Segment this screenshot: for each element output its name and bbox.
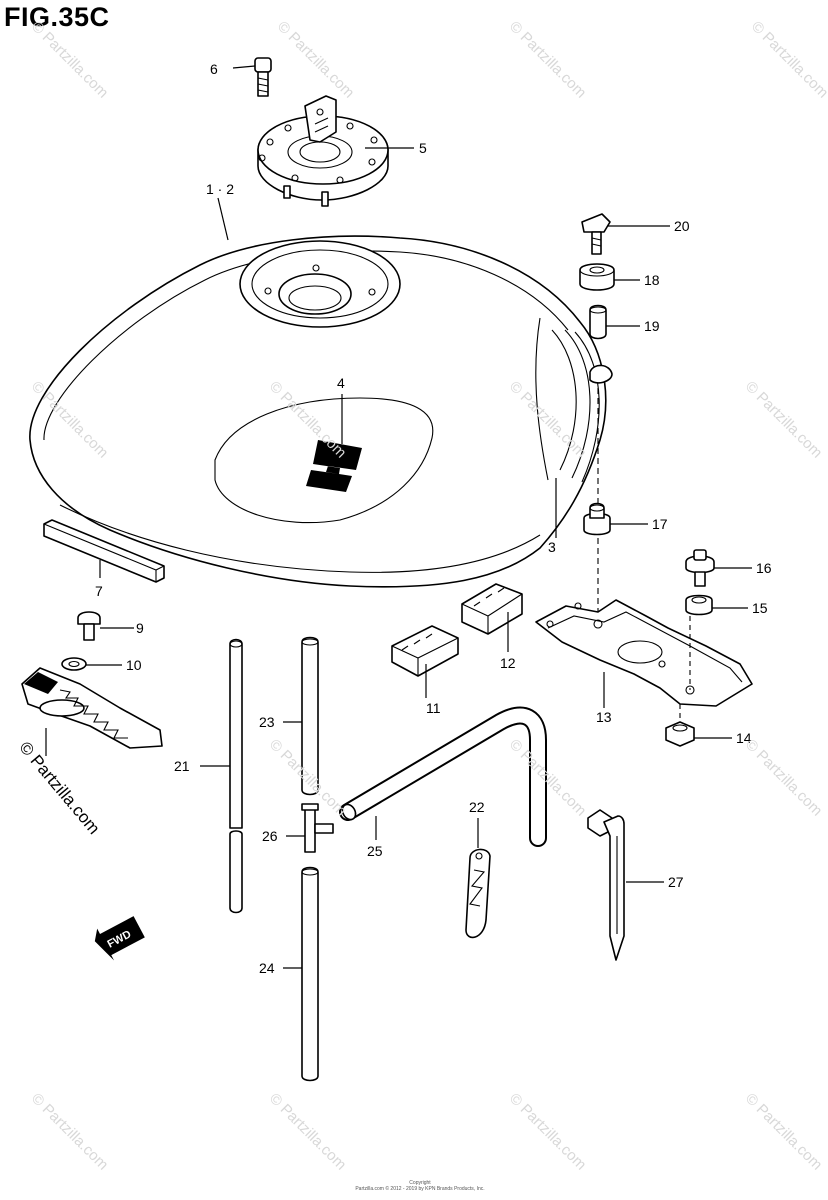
callout-numbers: 1 · 2 6 5 4 3 7 9 10 11 12 13 14 15 16 1… — [95, 61, 772, 976]
copyright-note: Copyright Partzilla.com © 2012 - 2019 by… — [270, 1180, 570, 1192]
callout-1-2: 1 · 2 — [206, 181, 234, 197]
nut-15[interactable] — [685, 594, 713, 616]
suzuki-s-emblem — [306, 440, 362, 492]
callout-26: 26 — [262, 828, 278, 844]
rubber-12[interactable] — [461, 583, 523, 635]
fwd-arrow: FWD — [94, 916, 145, 961]
callout-22: 22 — [469, 799, 485, 815]
figure-title: FIG.35C — [4, 2, 110, 32]
cushion-18[interactable] — [579, 263, 615, 291]
copyright-line-2: Partzilla.com © 2012 - 2019 by KPN Brand… — [355, 1186, 485, 1192]
callout-14: 14 — [736, 730, 752, 746]
nut-14[interactable] — [665, 721, 695, 747]
fuel-cap[interactable] — [257, 95, 389, 207]
callout-12: 12 — [500, 655, 516, 671]
bolt-6[interactable] — [254, 57, 272, 97]
hose-21[interactable] — [229, 638, 243, 914]
callout-13: 13 — [596, 709, 612, 725]
callout-3: 3 — [548, 539, 556, 555]
bolt-16[interactable] — [685, 549, 715, 587]
callout-17: 17 — [652, 516, 668, 532]
strap-27[interactable] — [587, 809, 625, 961]
bolt-20[interactable] — [581, 213, 611, 255]
leader-lines — [45, 65, 752, 969]
fuel-tank[interactable] — [29, 235, 613, 588]
cushion-17[interactable] — [583, 502, 611, 536]
callout-25: 25 — [367, 843, 383, 859]
screw-9[interactable] — [77, 611, 101, 641]
callout-23: 23 — [259, 714, 275, 730]
callout-9: 9 — [136, 620, 144, 636]
bracket-13[interactable] — [535, 599, 753, 707]
callout-5: 5 — [419, 140, 427, 156]
callout-24: 24 — [259, 960, 275, 976]
callout-21: 21 — [174, 758, 190, 774]
callout-27: 27 — [668, 874, 684, 890]
hose-23[interactable] — [301, 636, 319, 796]
joint-26[interactable] — [301, 803, 334, 853]
callout-11: 11 — [426, 700, 441, 716]
callout-15: 15 — [752, 600, 768, 616]
cushion-7[interactable] — [43, 519, 165, 583]
clamp-22[interactable] — [465, 848, 491, 939]
callout-7: 7 — [95, 583, 103, 599]
callout-19: 19 — [644, 318, 660, 334]
collar-19[interactable] — [589, 304, 607, 340]
callout-4: 4 — [337, 375, 345, 391]
callout-10: 10 — [126, 657, 142, 673]
washer-10[interactable] — [61, 657, 87, 671]
rubber-11[interactable] — [391, 625, 459, 677]
callout-6: 6 — [210, 61, 218, 77]
hose-24[interactable] — [301, 866, 319, 1082]
callout-18: 18 — [644, 272, 660, 288]
callout-16: 16 — [756, 560, 772, 576]
hose-25[interactable] — [339, 706, 547, 847]
copyright-line-1: Copyright — [409, 1180, 431, 1186]
side-cover[interactable] — [21, 667, 163, 749]
callout-20: 20 — [674, 218, 690, 234]
